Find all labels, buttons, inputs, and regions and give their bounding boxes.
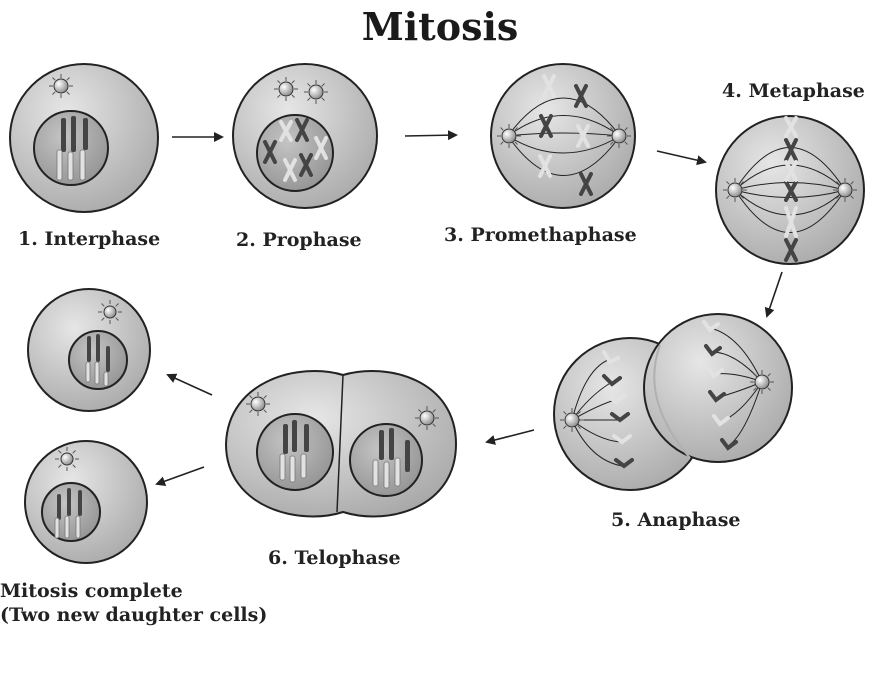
daughter-cell-bottom (24, 440, 148, 564)
spindle-fibers (734, 147, 846, 233)
centrosome-icon (97, 299, 123, 325)
metaphase-cell (715, 115, 865, 265)
telophase-nucleus-right (349, 423, 423, 497)
label-anaphase: 5. Anaphase (611, 509, 741, 531)
chromatids-left (602, 350, 634, 469)
centrosome-icon (414, 405, 440, 431)
label-metaphase: 4. Metaphase (722, 80, 865, 102)
chromatin-dark (61, 116, 88, 152)
arrow-icon (485, 429, 535, 445)
label-prometaphase: 3. Promethaphase (444, 224, 637, 246)
label-complete-line2: (Two new daughter cells) (0, 604, 268, 626)
arrow-icon (404, 130, 458, 141)
chromosomes-aligned-dark (784, 138, 798, 262)
label-interphase: 1. Interphase (18, 228, 161, 250)
prometaphase-cell (490, 63, 636, 209)
centrosome-icon (606, 123, 632, 149)
centrosome-icon (245, 391, 271, 417)
label-prophase: 2. Prophase (236, 229, 362, 251)
chromatin-light (56, 149, 86, 181)
arrow-icon (764, 271, 783, 318)
prophase-nucleus (256, 114, 334, 192)
daughter-cell-top (27, 288, 151, 412)
label-complete-line1: Mitosis complete (0, 580, 183, 602)
diagram-title: Mitosis (361, 4, 519, 49)
centrosome-icon (559, 407, 585, 433)
interphase-cell (9, 63, 159, 213)
arrow-icon (155, 466, 205, 486)
telophase-cell (224, 370, 458, 518)
centrosome-icon (832, 177, 858, 203)
centrosome-icon (54, 446, 80, 472)
chromatids-right (702, 320, 738, 451)
chromatin-dark (283, 420, 410, 472)
chromosome-pair-light (279, 120, 328, 182)
spindle-fibers (507, 97, 621, 176)
arrow-icon (166, 373, 213, 396)
chromatin-light (279, 453, 401, 489)
flow-arrows (155, 130, 783, 486)
centrosome-icon (49, 74, 73, 98)
centrosome-icon (496, 123, 522, 149)
centrosome-icon (722, 177, 748, 203)
centrosome-icon (273, 76, 299, 102)
centrosome-icon (303, 79, 329, 105)
centrosome-icon (749, 369, 775, 395)
prophase-cell (232, 63, 378, 209)
chromosomes-aligned-light (784, 116, 798, 238)
chromosomes-light (538, 74, 590, 178)
anaphase-cell (553, 313, 793, 491)
cleavage-furrow (336, 374, 344, 513)
label-telophase: 6. Telophase (268, 547, 401, 569)
chromosomes-dark (539, 84, 593, 196)
chromosome-pair-dark (263, 118, 313, 177)
arrow-icon (656, 150, 707, 166)
